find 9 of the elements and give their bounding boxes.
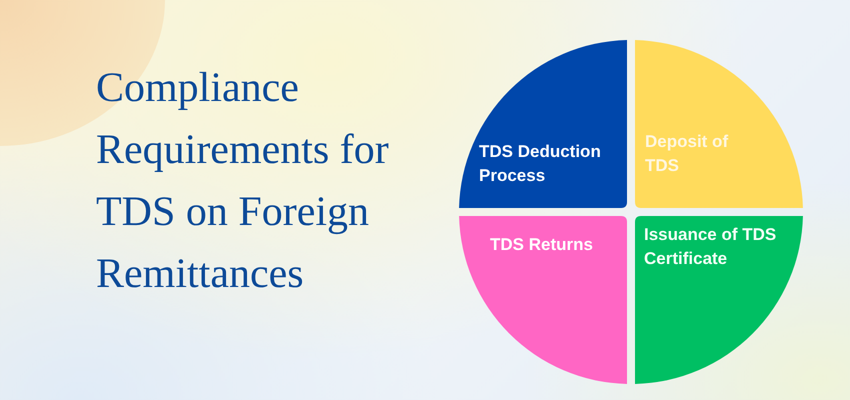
- quadrant-label: TDS Returns: [490, 234, 594, 256]
- quadrant-label: Deposit of TDS: [645, 131, 730, 177]
- pie-quadrant: [459, 40, 627, 208]
- quadrant-label: TDS Deduction Process: [479, 141, 602, 187]
- pie-quadrant: [459, 216, 627, 384]
- quadrant-label: Issuance of TDS Certificate: [644, 224, 778, 270]
- pie-quadrant: [635, 216, 803, 384]
- title: Compliance Requirements for TDS on Foreign Remittances: [96, 64, 390, 299]
- pie-quadrant: [635, 40, 803, 208]
